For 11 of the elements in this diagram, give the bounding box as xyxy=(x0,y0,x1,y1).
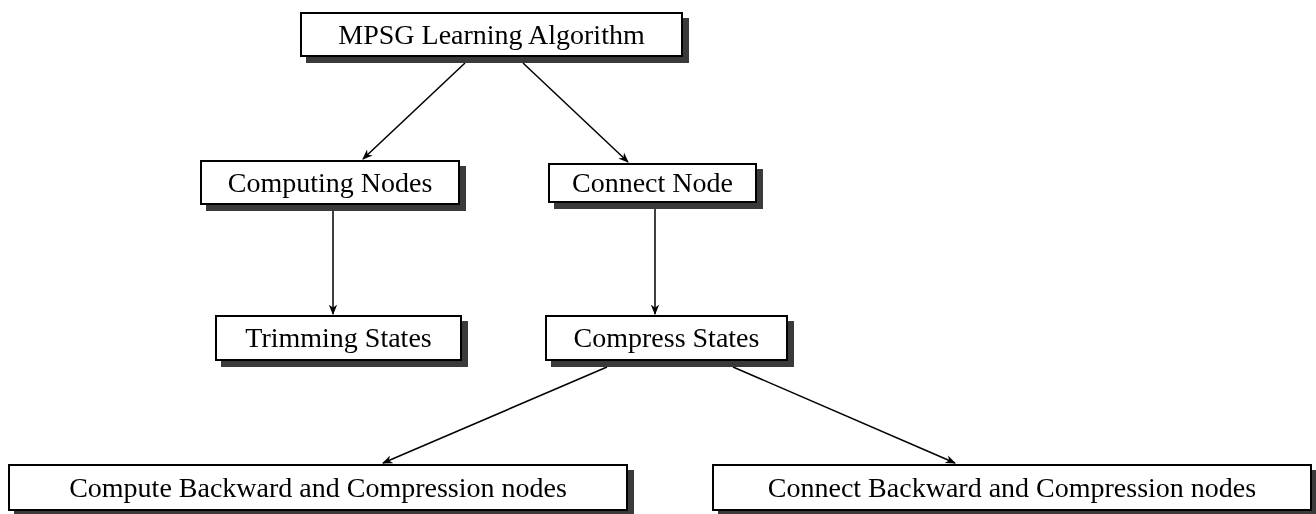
arrow xyxy=(650,208,660,316)
node-label: Compress States xyxy=(573,324,760,352)
arrow xyxy=(328,210,338,316)
node-label: Connect Node xyxy=(572,169,733,197)
node-label: Computing Nodes xyxy=(227,168,433,197)
node-label: Compute Backward and Compression nodes xyxy=(69,473,567,502)
arrow xyxy=(382,366,608,464)
arrow xyxy=(732,366,956,464)
node-label: Connect Backward and Compression nodes xyxy=(767,473,1257,502)
node-label: MPSG Learning Algorithm xyxy=(338,20,645,49)
node-label: Trimming States xyxy=(245,324,432,352)
